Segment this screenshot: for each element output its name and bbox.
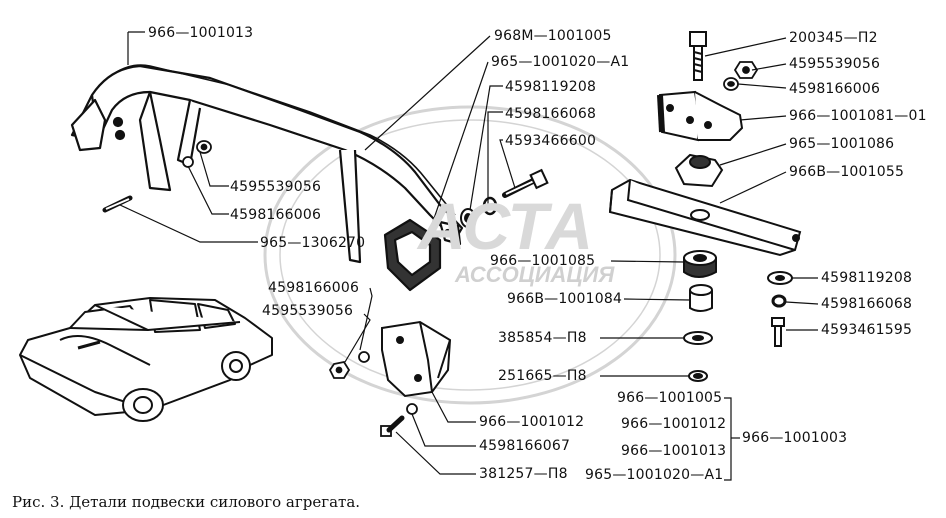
- cushion-965-1001086: [674, 153, 724, 188]
- group-item-966-1001005: 966—1001005: [617, 390, 723, 406]
- label-251665-P8: 251665—П8: [498, 368, 587, 384]
- leader-lines: [119, 31, 819, 481]
- label-4593466600: 4593466600: [505, 133, 597, 149]
- label-966-1001012: 966—1001012: [479, 414, 585, 430]
- label-4598119208-b: 4598119208: [821, 270, 913, 286]
- watermark-logo: [263, 105, 677, 405]
- washers-bottom-center: [683, 331, 713, 382]
- label-4598119208-a: 4598119208: [505, 79, 597, 95]
- washers-right: [767, 271, 793, 347]
- watermark-title: АСТА: [418, 189, 593, 263]
- label-4595539056-b: 4595539056: [789, 56, 881, 72]
- label-966B-1001084: 966B—1001084: [507, 291, 623, 307]
- group-item-965-1001020-A1: 965—1001020—A1: [585, 467, 724, 483]
- bolt-assembly-center: [460, 168, 549, 228]
- label-4598166067: 4598166067: [479, 438, 571, 454]
- label-966-1001081-01: 966—1001081—01: [789, 108, 927, 124]
- label-200345-P2: 200345—П2: [789, 30, 878, 46]
- label-965-1001086: 965—1001086: [789, 136, 895, 152]
- label-381257-P8: 381257—П8: [479, 466, 568, 482]
- crossmember-beam: [70, 64, 464, 292]
- bolt-200345: [689, 31, 707, 81]
- label-385854-P8: 385854—П8: [498, 330, 587, 346]
- bracket-966B-1001055: [608, 178, 802, 257]
- nuts-bottom-left: [328, 351, 418, 437]
- label-966-1001085: 966—1001085: [490, 253, 596, 269]
- nut-washer-beam: [182, 140, 212, 168]
- label-4598166006-b: 4598166006: [789, 81, 881, 97]
- label-4598166068-a: 4598166068: [505, 106, 597, 122]
- bracket-966-1001081: [657, 90, 744, 142]
- label-966B-1001055: 966B—1001055: [789, 164, 905, 180]
- bushing-966-1001085: [683, 250, 717, 278]
- label-965-1306270: 965—1306270: [260, 235, 366, 251]
- label-4593461595: 4593461595: [821, 322, 913, 338]
- car-sketch: [19, 297, 273, 422]
- group-item-966-1001012: 966—1001012: [621, 416, 727, 432]
- label-4595539056-a: 4595539056: [230, 179, 322, 195]
- group-item-966-1001013: 966—1001013: [621, 443, 727, 459]
- label-965-1001020-A1: 965—1001020—A1: [491, 54, 630, 70]
- label-968M-1001005: 968M—1001005: [494, 28, 612, 44]
- sleeve-966B-1001084: [689, 284, 713, 312]
- nut-top-right: [723, 61, 759, 91]
- group-assembly-966-1001003: 966—1001003: [742, 430, 848, 446]
- label-966-1001013: 966—1001013: [148, 25, 254, 41]
- label-4598166006-c: 4598166006: [268, 280, 360, 296]
- figure-caption: Рис. 3. Детали подвески силового агрегат…: [12, 493, 361, 511]
- label-4598166006-a: 4598166006: [230, 207, 322, 223]
- watermark-subtitle: АССОЦИАЦИЯ: [455, 262, 615, 287]
- bracket-966-1001012: [381, 320, 452, 398]
- pin-part: [102, 195, 133, 213]
- label-4598166068-b: 4598166068: [821, 296, 913, 312]
- label-4595539056-c: 4595539056: [262, 303, 354, 319]
